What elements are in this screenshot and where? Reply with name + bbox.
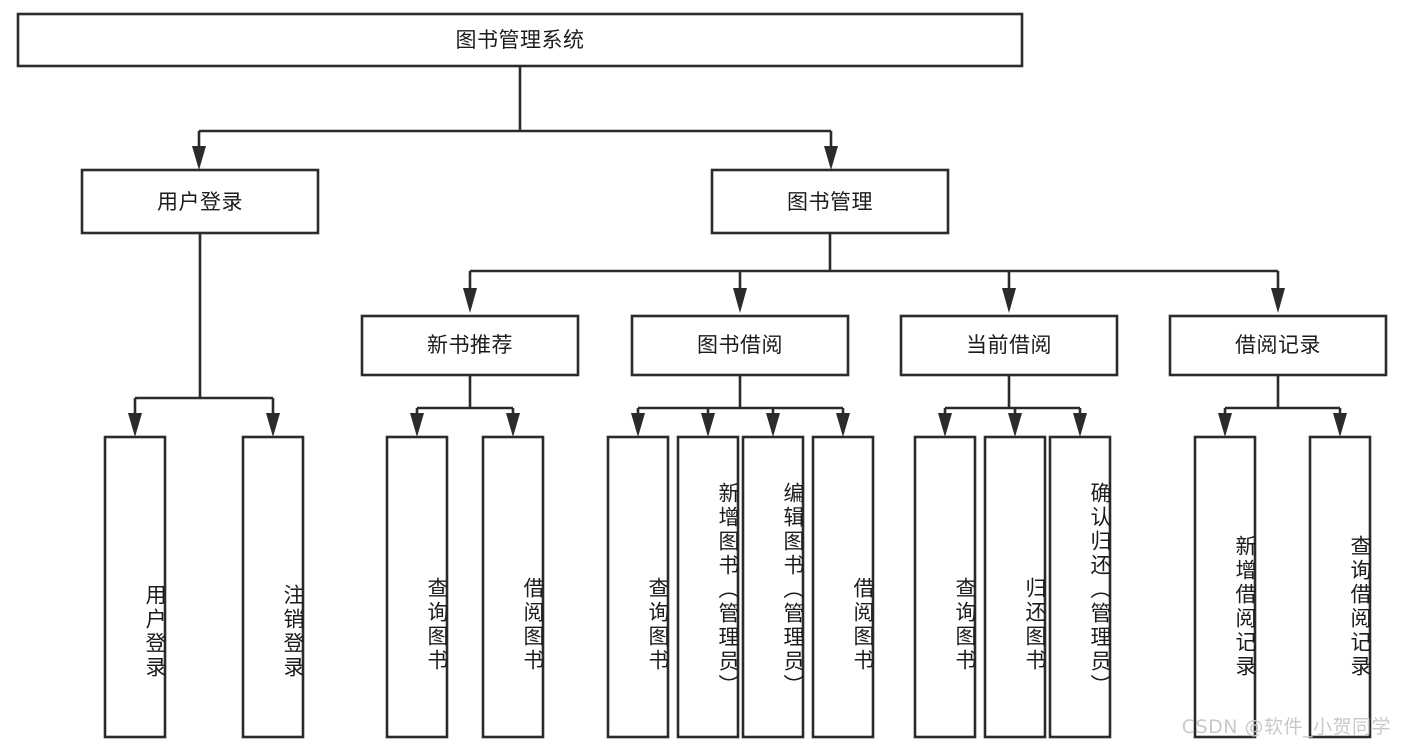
leaf-box-book-borrow-1[interactable] (676, 435, 740, 739)
arrow-head-icon (1073, 413, 1087, 437)
arrow-head-icon (766, 413, 780, 437)
node-root[interactable]: 图书管理系统 (16, 12, 1024, 68)
node-borrow-record[interactable]: 借阅记录 (1168, 314, 1388, 377)
arrow-head-icon (824, 146, 838, 170)
node-current-borrow-box (899, 314, 1119, 377)
arrow-head-icon (506, 413, 520, 437)
leaf-box-book-borrow-2[interactable] (741, 435, 805, 739)
arrow-head-icon (1218, 413, 1232, 437)
arrow-head-icon (266, 413, 280, 437)
arrow-head-icon (1002, 288, 1016, 313)
leaf-box-current-borrow-1[interactable] (983, 435, 1047, 739)
arrow-head-icon (836, 413, 850, 437)
node-new-book-recommend-box (360, 314, 580, 377)
leaf-box-current-borrow-0[interactable] (913, 435, 977, 739)
leaf-box-user-login-1[interactable] (241, 435, 305, 739)
node-user-login-box (80, 168, 320, 235)
node-root-box (16, 12, 1024, 68)
leaf-box-new-book-1[interactable] (481, 435, 545, 739)
leaf-box-borrow-record-1[interactable] (1308, 435, 1372, 739)
node-new-book-recommend[interactable]: 新书推荐 (360, 314, 580, 377)
connector-book-borrow-to-leaves (631, 375, 850, 437)
node-book-borrow-label: 图书借阅 (697, 333, 783, 357)
node-root-label: 图书管理系统 (456, 28, 585, 52)
arrow-head-icon (128, 413, 142, 437)
node-borrow-record-label: 借阅记录 (1235, 333, 1321, 357)
connector-book-management-to-level3 (463, 233, 1285, 313)
arrow-head-icon (938, 413, 952, 437)
leaf-box-new-book-0[interactable] (385, 435, 449, 739)
node-user-login[interactable]: 用户登录 (80, 168, 320, 235)
connector-new-book-recommend-to-leaves (410, 375, 520, 437)
arrow-head-icon (410, 413, 424, 437)
leaf-box-book-borrow-3[interactable] (811, 435, 875, 739)
leaf-box-book-borrow-0[interactable] (606, 435, 670, 739)
leaf-box-borrow-record-0[interactable] (1193, 435, 1257, 739)
node-current-borrow[interactable]: 当前借阅 (899, 314, 1119, 377)
arrow-head-icon (701, 413, 715, 437)
connector-borrow-record-to-leaves (1218, 375, 1347, 437)
arrow-head-icon (192, 146, 206, 170)
node-book-management[interactable]: 图书管理 (710, 168, 950, 235)
watermark-text: CSDN @软件_小贺同学 (1181, 716, 1391, 738)
node-new-book-recommend-label: 新书推荐 (427, 333, 513, 357)
arrow-head-icon (1271, 288, 1285, 313)
node-book-borrow[interactable]: 图书借阅 (630, 314, 850, 377)
arrow-head-icon (463, 288, 477, 313)
node-current-borrow-label: 当前借阅 (966, 333, 1052, 357)
arrow-head-icon (631, 413, 645, 437)
arrow-head-icon (733, 288, 747, 313)
leaf-box-user-login-0[interactable] (103, 435, 167, 739)
connector-root-to-level2 (192, 66, 838, 170)
arrow-head-icon (1008, 413, 1022, 437)
node-book-management-label: 图书管理 (787, 190, 873, 214)
connector-current-borrow-to-leaves (938, 375, 1087, 437)
leaf-box-current-borrow-2[interactable] (1048, 435, 1112, 739)
connector-user-login-to-leaves (128, 233, 280, 437)
arrow-head-icon (1333, 413, 1347, 437)
node-user-login-label: 用户登录 (157, 190, 243, 214)
